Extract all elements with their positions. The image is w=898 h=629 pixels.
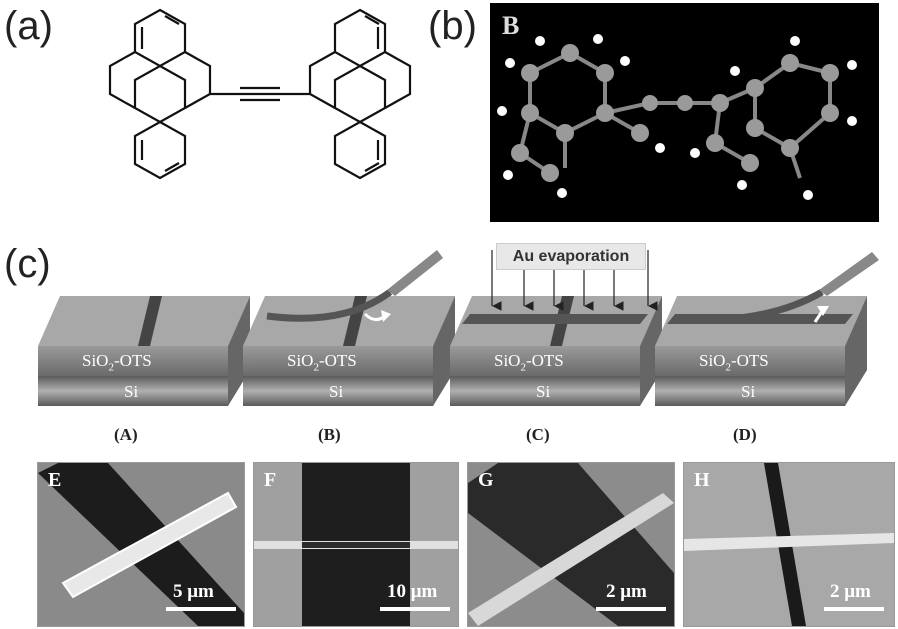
block-B bbox=[243, 250, 455, 406]
layer-label-si-A: Si bbox=[124, 382, 139, 401]
sem-letter-H: H bbox=[694, 469, 710, 491]
sem-scale-bar-G bbox=[596, 607, 666, 611]
ball-stick-molecule bbox=[497, 34, 857, 200]
step-label-C: (C) bbox=[526, 425, 550, 444]
step-label-A: (A) bbox=[114, 425, 138, 444]
sem-scale-text-G: 2 μm bbox=[606, 581, 647, 602]
panel-b-label: (b) bbox=[428, 4, 477, 48]
layer-label-si-C: Si bbox=[536, 382, 551, 401]
block-D bbox=[655, 252, 879, 406]
step-label-D: (D) bbox=[733, 425, 757, 444]
block-C bbox=[450, 250, 662, 406]
panel-a-label: (a) bbox=[4, 4, 53, 48]
sem-image-H: H 2 μm bbox=[683, 462, 895, 627]
sem-image-F: F 10 μm bbox=[253, 462, 459, 627]
evaporation-label: Au evaporation bbox=[512, 247, 630, 265]
sem-scale-bar-H bbox=[824, 607, 884, 611]
step-label-B: (B) bbox=[318, 425, 341, 444]
layer-label-oxide-D: SiO2-OTS bbox=[699, 351, 769, 374]
sem-F-graphic bbox=[254, 463, 458, 626]
sem-letter-E: E bbox=[48, 469, 62, 491]
layer-label-oxide-B: SiO2-OTS bbox=[287, 351, 357, 374]
fabrication-schematic bbox=[38, 250, 879, 406]
evaporation-label-box: Au evaporation bbox=[496, 243, 646, 270]
sem-G-graphic bbox=[468, 463, 674, 626]
sem-scale-bar-E bbox=[166, 607, 236, 611]
layer-label-si-D: Si bbox=[741, 382, 756, 401]
model-inset-letter: B bbox=[502, 11, 520, 40]
layer-label-si-B: Si bbox=[329, 382, 344, 401]
block-A bbox=[38, 296, 250, 406]
layer-label-oxide-C: SiO2-OTS bbox=[494, 351, 564, 374]
sem-image-G: G 2 μm bbox=[467, 462, 675, 627]
molecule-model-image: B bbox=[490, 3, 879, 222]
anthracene-structure bbox=[108, 8, 412, 180]
sem-H-graphic bbox=[684, 463, 894, 626]
sem-letter-F: F bbox=[264, 469, 277, 491]
sem-scale-bar-F bbox=[380, 607, 450, 611]
sem-scale-text-E: 5 μm bbox=[173, 581, 214, 602]
sem-E-graphic bbox=[38, 463, 244, 626]
sem-image-E: E 5 μm bbox=[37, 462, 245, 627]
sem-scale-text-F: 10 μm bbox=[387, 581, 438, 602]
layer-label-oxide-A: SiO2-OTS bbox=[82, 351, 152, 374]
sem-scale-text-H: 2 μm bbox=[830, 581, 871, 602]
sem-letter-G: G bbox=[478, 469, 494, 491]
panel-c-label: (c) bbox=[4, 242, 51, 286]
